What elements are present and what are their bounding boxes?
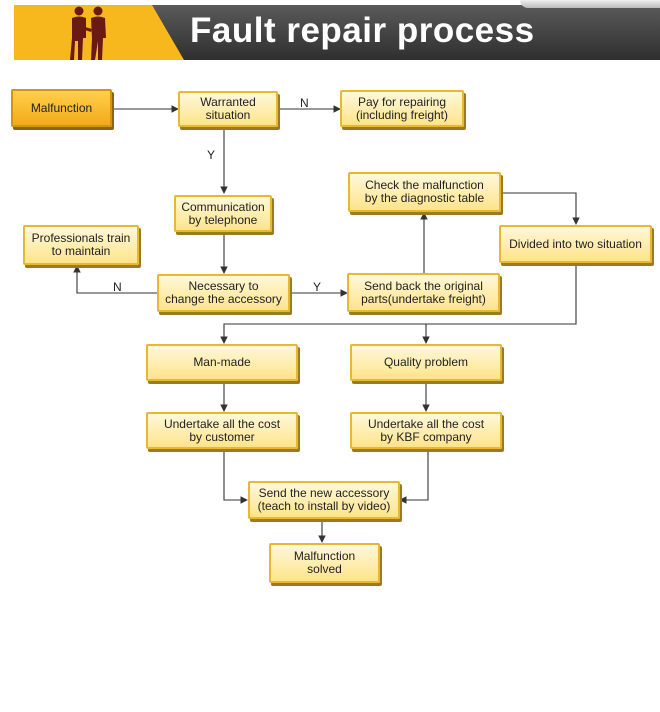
business-people-icon xyxy=(70,6,106,60)
node-divided-two-situation: Divided into two situation xyxy=(499,225,652,263)
edge-label-warranted-no: N xyxy=(300,96,309,110)
edge-label-necessary-yes: Y xyxy=(313,280,322,294)
node-cost-by-customer: Undertake all the cost by customer xyxy=(146,412,298,449)
node-man-made: Man-made xyxy=(146,344,298,381)
edge-check-divided xyxy=(501,192,580,225)
node-professionals-train: Professionals train to maintain xyxy=(23,225,139,265)
edge-label-necessary-no: N xyxy=(113,280,122,294)
edge-necessary-professionals xyxy=(73,265,157,294)
node-communication-by-telephone: Communication by telephone xyxy=(174,195,272,232)
page-title: Fault repair process xyxy=(190,11,535,50)
node-pay-for-repairing: Pay for repairing (including freight) xyxy=(340,90,464,127)
header-banner: Fault repair process xyxy=(0,0,660,68)
edge-customer-sendnew xyxy=(223,449,248,504)
edge-divided-split xyxy=(220,263,577,344)
edge-label-warranted-yes: Y xyxy=(207,148,216,162)
node-malfunction-solved: Malfunction solved xyxy=(269,543,380,583)
node-cost-by-kbf: Undertake all the cost by KBF company xyxy=(350,412,502,449)
node-malfunction: Malfunction xyxy=(11,89,112,127)
edge-kbf-sendnew xyxy=(399,449,429,504)
node-warranted-situation: Warranted situation xyxy=(178,91,278,127)
node-send-new-accessory: Send the new accessory (teach to install… xyxy=(248,481,400,519)
header-title-bar xyxy=(152,5,660,60)
node-quality-problem: Quality problem xyxy=(350,344,502,381)
node-check-malfunction: Check the malfunction by the diagnostic … xyxy=(348,172,501,212)
header-gloss xyxy=(520,0,660,8)
node-send-back-parts: Send back the original parts(undertake f… xyxy=(347,273,500,312)
node-necessary-change-accessory: Necessary to change the accessory xyxy=(157,274,290,312)
